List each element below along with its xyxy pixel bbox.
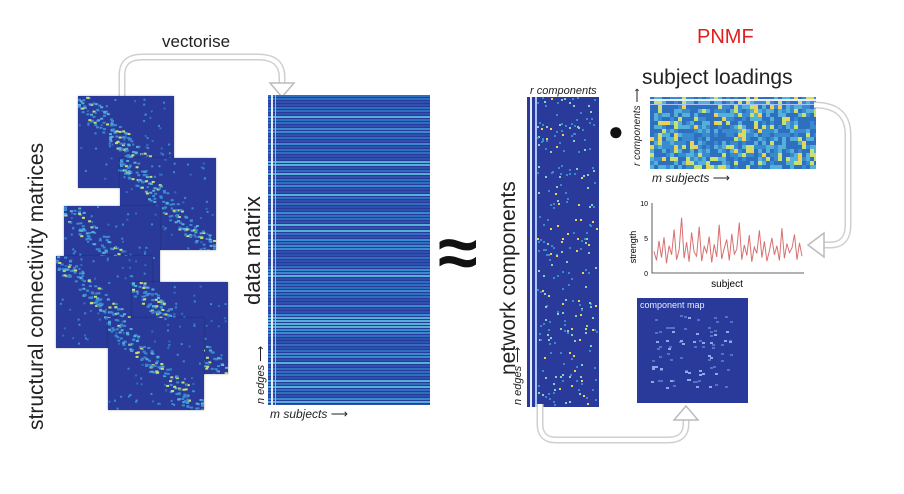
network-components-matrix xyxy=(527,97,599,407)
structural-matrices-label: structural connectivity matrices xyxy=(25,142,48,430)
connectivity-matrix xyxy=(108,318,204,410)
n-edges-label: n edges ⟶ xyxy=(255,346,267,404)
x-axis-label: subject xyxy=(711,279,743,290)
subject-loadings-title: subject loadings xyxy=(642,66,793,89)
y-tick-label: 5 xyxy=(644,236,648,243)
strength-chart: 0 5 10 strength subject xyxy=(628,201,804,290)
network-components-label: network components xyxy=(497,181,520,375)
chart-axes xyxy=(651,203,804,274)
r-components-label: r components xyxy=(530,85,597,97)
approx-symbol: ≈ xyxy=(438,213,478,293)
vectorise-label: vectorise xyxy=(162,32,231,51)
component-map: component map xyxy=(637,298,748,403)
data-matrix-label: data matrix xyxy=(240,196,265,305)
data-matrix xyxy=(268,95,430,405)
m-subjects-label-2: m subjects ⟶ xyxy=(652,171,730,185)
component-map-arrow xyxy=(536,404,700,444)
subject-loadings-matrix xyxy=(650,97,816,169)
y-axis-label: strength xyxy=(628,231,638,264)
loadings-arrow xyxy=(806,101,852,259)
y-tick-label: 0 xyxy=(644,271,648,278)
dot-product-symbol: ● xyxy=(608,116,624,146)
vectorise-arrow xyxy=(118,53,296,99)
strength-series-line xyxy=(653,217,803,264)
r-components-label-2: r components ⟶ xyxy=(632,88,643,166)
component-map-label: component map xyxy=(640,300,705,310)
m-subjects-label: m subjects ⟶ xyxy=(270,407,348,421)
n-edges-label-2: n edges ⟶ xyxy=(512,347,524,405)
y-tick-label: 10 xyxy=(640,201,648,208)
pnmf-title: PNMF xyxy=(697,26,754,48)
